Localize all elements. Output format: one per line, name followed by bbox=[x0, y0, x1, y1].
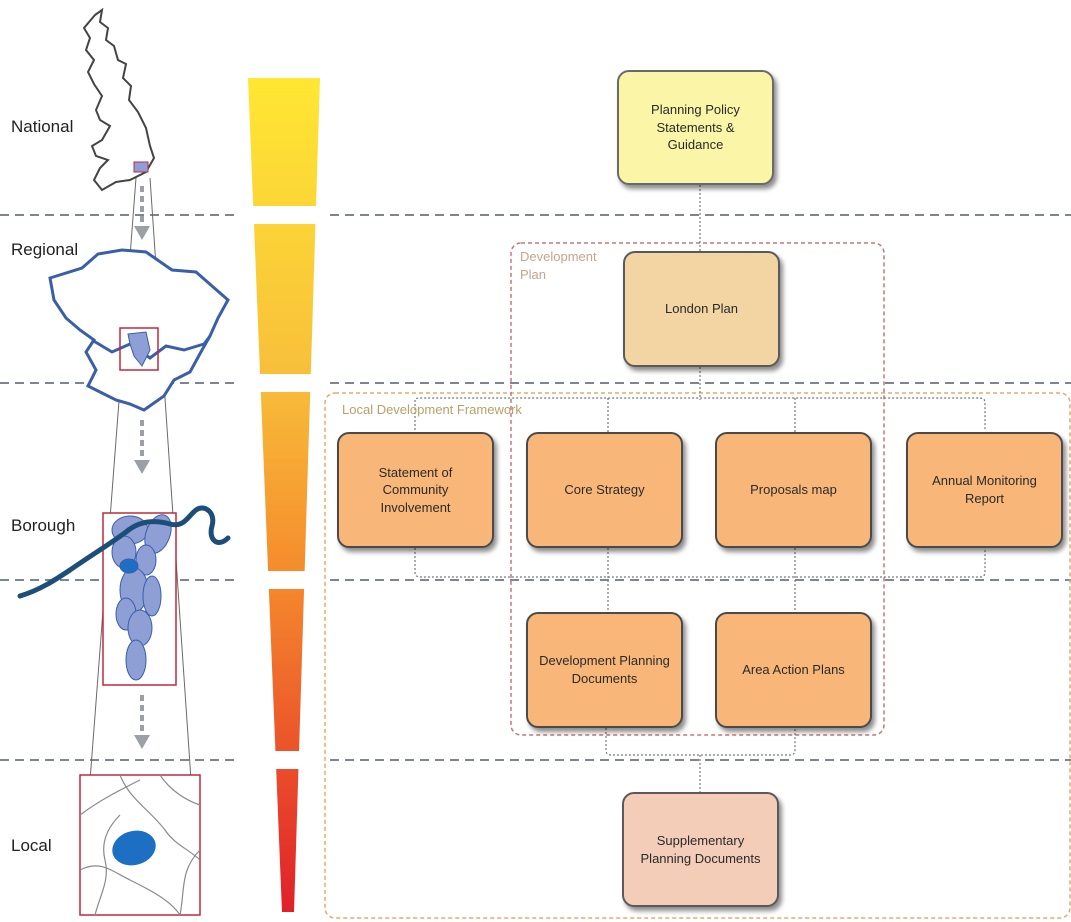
arrow-down-icon-2 bbox=[134, 420, 150, 474]
box-london-plan: London Plan bbox=[623, 251, 780, 367]
level-label-national: National bbox=[11, 117, 74, 136]
london-map-icon bbox=[48, 248, 230, 412]
arrow-down-icon-1 bbox=[134, 186, 150, 240]
connectors bbox=[414, 185, 986, 792]
ldf-label: Local Development Framework bbox=[342, 402, 522, 417]
box-core-strategy: Core Strategy bbox=[526, 432, 683, 548]
box-annual-monitoring-report: Annual Monitoring Report bbox=[906, 432, 1063, 548]
level-label-borough: Borough bbox=[11, 516, 76, 535]
level-label-regional: Regional bbox=[11, 240, 79, 259]
level-dividers bbox=[0, 214, 1071, 761]
box-planning-policy-statements: Planning Policy Statements & Guidance bbox=[617, 70, 774, 185]
box-area-action-plans: Area Action Plans bbox=[715, 612, 872, 728]
uk-map-icon bbox=[82, 7, 156, 192]
development-plan-label: Development Plan bbox=[520, 249, 597, 282]
box-supplementary-planning-documents: Supplementary Planning Documents bbox=[622, 792, 779, 907]
borough-map-icon bbox=[17, 505, 231, 686]
ldf-group-outline bbox=[324, 392, 1071, 919]
box-proposals-map: Proposals map bbox=[715, 432, 872, 548]
local-map-icon bbox=[79, 774, 201, 916]
arrow-down-icon-3 bbox=[134, 695, 150, 749]
development-plan-group-outline bbox=[510, 242, 885, 736]
zoom-arrows bbox=[134, 186, 150, 749]
box-development-planning-documents: Development Planning Documents bbox=[526, 612, 683, 728]
box-statement-of-community-involvement: Statement of Community Involvement bbox=[337, 432, 494, 548]
level-label-local: Local bbox=[11, 836, 52, 855]
scale-wedge bbox=[240, 78, 330, 912]
